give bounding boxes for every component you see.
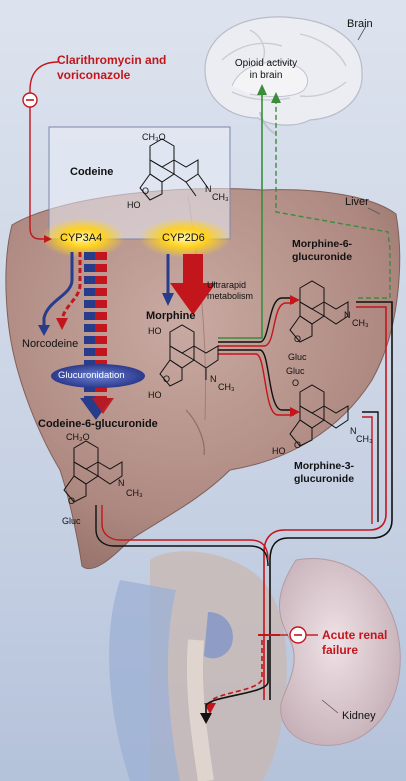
liver-label: Liver (345, 196, 369, 208)
c6g-structure (63, 440, 123, 503)
c6g-n: N (118, 478, 125, 488)
m6g-to-brain-line (275, 100, 391, 299)
morphine-glucuronidation-paths (218, 295, 300, 417)
morphine-ho-bottom: HO (148, 390, 162, 400)
ultrarapid-label: Ultrarapid metabolism (207, 280, 253, 302)
c6g-ch3: CH₃ (126, 488, 143, 498)
codeine-structure (139, 138, 209, 201)
m3g-line1: Morphine-3- (293, 460, 355, 472)
m6g-gluc: Gluc (288, 352, 307, 362)
codeine-n: N (205, 184, 212, 194)
m3g-o-top: O (292, 378, 300, 388)
m3g-ho: HO (272, 446, 286, 456)
glucuronidation-ellipse (51, 364, 145, 388)
ultrarapid-line1: Ultrarapid (207, 280, 247, 290)
cyp3a4-label: CYP3A4 (60, 232, 103, 244)
glucuronidation-label: Glucuronidation (58, 370, 125, 381)
codeine-ch3: CH₃ (212, 192, 229, 202)
renal-failure-block (200, 626, 318, 724)
c6g-to-kidney-path (95, 505, 269, 567)
m6g-o: O (294, 334, 302, 344)
morphine-n: N (210, 374, 217, 384)
opioid-activity-label: Opioid activity in brain (228, 58, 304, 82)
acute-renal-line1: Acute renal (322, 628, 388, 642)
morphine-label: Morphine (146, 310, 196, 322)
inhibition-pathway (22, 61, 59, 243)
codeine-ch3o: CH₃O (142, 132, 166, 142)
m3g-structure (289, 384, 349, 447)
m6g-to-kidney-path (263, 301, 393, 700)
codeine-label: Codeine (70, 166, 114, 178)
morphine-ch3: CH₃ (218, 382, 235, 392)
c6g-o: O (68, 496, 76, 506)
morphine-arrows (162, 254, 216, 315)
codeine-6-glucuronide-label: Codeine-6-glucuronide (38, 418, 158, 430)
brain-illustration (204, 16, 367, 135)
m3g-ch3: CH₃ (356, 434, 373, 444)
c6g-gluc: Gluc (62, 516, 81, 526)
acute-renal-line2: failure (322, 643, 359, 657)
opioid-activity-line2: in brain (249, 70, 283, 81)
inhibitor-drugs-line2: voriconazole (57, 68, 131, 82)
m6g-structure (289, 280, 349, 343)
m3g-to-kidney-path (362, 411, 379, 524)
c6g-ch3o: CH₃O (66, 432, 90, 442)
m6g-ch3: CH₃ (352, 318, 369, 328)
m6g-line2: glucuronide (291, 251, 353, 263)
morphine-ho-top: HO (148, 326, 162, 336)
m6g-line1: Morphine-6- (291, 238, 353, 250)
m3g-o: O (294, 440, 302, 450)
cyp2d6-glow (139, 218, 231, 258)
m3g-gluc: Gluc (286, 366, 305, 376)
acute-renal-failure-label: Acute renal failure (322, 628, 387, 658)
brain-label: Brain (347, 18, 373, 30)
m3g-label: Morphine-3- glucuronide (282, 460, 366, 486)
m6g-label: Morphine-6- glucuronide (280, 238, 364, 264)
kidney-illustration (109, 551, 401, 781)
morphine-o: O (163, 374, 171, 384)
kidney-label: Kidney (342, 710, 376, 722)
inhibitor-drugs-line1: Clarithromycin and (57, 53, 167, 67)
norcodeine-label: Norcodeine (22, 338, 79, 350)
m6g-n: N (344, 310, 351, 320)
codeine-o: O (142, 186, 150, 196)
glucuronidation-arrows (51, 252, 145, 420)
morphine-structure (159, 324, 219, 387)
ultrarapid-line2: metabolism (207, 291, 254, 301)
norcodeine-arrows (38, 252, 82, 336)
cyp3a4-glow (41, 218, 125, 258)
m3g-line2: glucuronide (293, 473, 355, 485)
m3g-n: N (350, 426, 357, 436)
inhibitor-drugs-label: Clarithromycin and voriconazole (57, 53, 166, 83)
cyp2d6-label: CYP2D6 (162, 232, 205, 244)
codeine-ho: HO (127, 200, 141, 210)
opioid-activity-line1: Opioid activity (234, 58, 298, 69)
morphine-to-brain-line (218, 92, 263, 339)
